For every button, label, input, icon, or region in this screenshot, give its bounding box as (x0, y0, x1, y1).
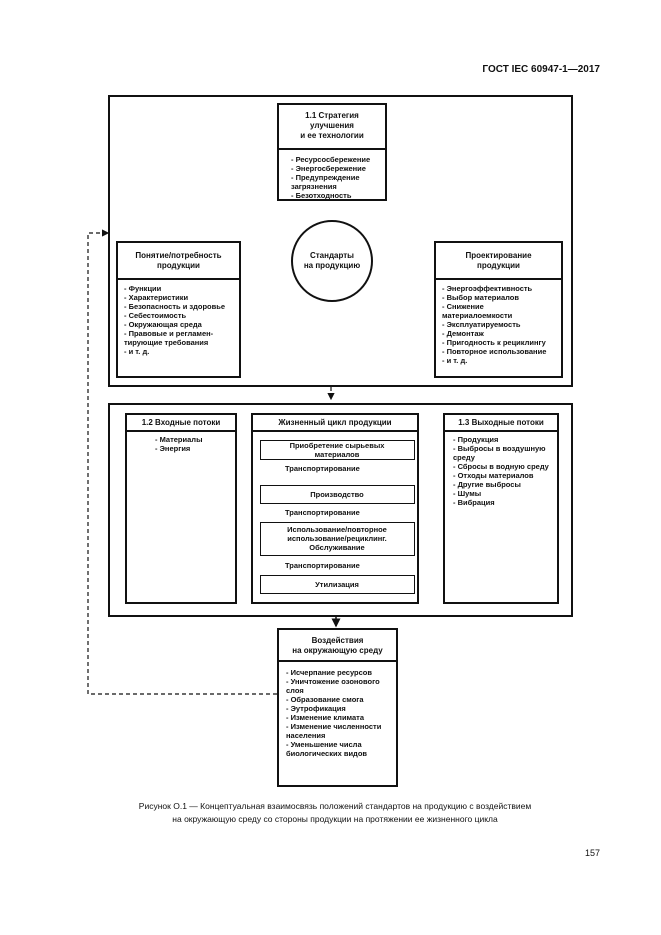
lifecycle-stage-raw-materials: Приобретение сырьевых материалов (260, 440, 415, 460)
concept-title: Понятие/потребность продукции (135, 251, 222, 270)
list-item: - и т. д. (124, 347, 150, 356)
stage-label: Использование/повторное использование/ре… (287, 525, 387, 552)
inputs-title: 1.2 Входные потоки (141, 418, 221, 427)
outputs-divider (445, 430, 557, 432)
list-item: - Предупреждение загрязнения (291, 173, 360, 191)
list-item: - Энергосбережение (291, 164, 366, 173)
list-item: - Правовые и регламен- тирующие требован… (124, 329, 214, 347)
impacts-title: Воздействия на окружающую среду (292, 636, 383, 655)
outputs-title: 1.3 Выходные потоки (458, 418, 544, 427)
list-item: - Энергоэффективность (442, 284, 533, 293)
transport-label: Транспортирование (285, 561, 360, 570)
list-item: - Отходы материалов (453, 471, 534, 480)
lifecycle-stage-production: Производство (260, 485, 415, 504)
outputs-box: 1.3 Выходные потоки - Продукция - Выброс… (443, 413, 559, 604)
concept-box: Понятие/потребность продукции - Функции … (116, 241, 241, 378)
list-item: - Пригодность к рециклингу (442, 338, 546, 347)
impacts-list: - Исчерпание ресурсов - Уничтожение озон… (286, 668, 381, 758)
list-item: - Снижение материалоемкости (442, 302, 513, 320)
list-item: - Продукция (453, 435, 499, 444)
list-item: - Повторное использование (442, 347, 547, 356)
design-title: Проектирование продукции (465, 251, 532, 270)
list-item: - Изменение климата (286, 713, 365, 722)
concept-list: - Функции - Характеристики - Безопасност… (124, 284, 225, 356)
stage-label: Производство (310, 490, 364, 499)
list-item: - Окружающая среда (124, 320, 202, 329)
impacts-divider (279, 660, 396, 662)
list-item: - Функции (124, 284, 162, 293)
strategy-list: - Ресурсосбережение - Энергосбережение -… (291, 155, 370, 200)
list-item: - Шумы (453, 489, 482, 498)
list-item: - Уничтожение озонового слоя (286, 677, 380, 695)
list-item: - Эутрофикация (286, 704, 346, 713)
list-item: - Характеристики (124, 293, 189, 302)
list-item: - Вибрация (453, 498, 495, 507)
lifecycle-stage-use: Использование/повторное использование/ре… (260, 522, 415, 556)
lifecycle-title: Жизненный цикл продукции (278, 418, 392, 427)
stage-label: Приобретение сырьевых материалов (289, 441, 385, 459)
figure-caption-line-1: Рисунок О.1 — Концептуальная взаимосвязь… (138, 801, 532, 811)
design-list: - Энергоэффективность - Выбор материалов… (442, 284, 546, 365)
design-box: Проектирование продукции - Энергоэффекти… (434, 241, 563, 378)
outputs-list: - Продукция - Выбросы в воздушную среду … (453, 435, 549, 507)
inputs-box: 1.2 Входные потоки - Материалы - Энергия (125, 413, 237, 604)
list-item: - Выбор материалов (442, 293, 519, 302)
list-item: - Образование смога (286, 695, 364, 704)
list-item: - Ресурсосбережение (291, 155, 371, 164)
list-item: - Материалы (155, 435, 203, 444)
strategy-box: 1.1 Стратегия улучшения и ее технологии … (277, 103, 387, 201)
lifecycle-stage-disposal: Утилизация (260, 575, 415, 594)
concept-divider (118, 278, 239, 280)
list-item: - Исчерпание ресурсов (286, 668, 372, 677)
list-item: - Сбросы в водную среду (453, 462, 549, 471)
standards-label: Стандарты на продукцию (303, 251, 361, 270)
list-item: - Изменение численности населения (286, 722, 382, 740)
page-number: 157 (584, 848, 600, 858)
list-item: - Себестоимость (124, 311, 187, 320)
list-item: - Безотходность (291, 191, 352, 200)
standard-header: ГОСТ IEC 60947-1—2017 (482, 64, 600, 75)
transport-label: Транспортирование (285, 508, 360, 517)
figure-caption-line-2: на окружающую среду со стороны продукции… (172, 814, 498, 824)
list-item: - Демонтаж (442, 329, 484, 338)
stage-label: Утилизация (315, 580, 359, 589)
list-item: - Другие выбросы (453, 480, 521, 489)
standards-circle: Стандарты на продукцию (291, 220, 373, 302)
impacts-box: Воздействия на окружающую среду - Исчерп… (277, 628, 398, 787)
design-divider (436, 278, 561, 280)
list-item: - Эксплуатируемость (442, 320, 521, 329)
list-item: - Уменьшение числа биологических видов (286, 740, 368, 758)
transport-label: Транспортирование (285, 464, 360, 473)
list-item: - Энергия (155, 444, 191, 453)
strategy-divider (279, 148, 385, 150)
strategy-title: 1.1 Стратегия улучшения и ее технологии (300, 111, 364, 140)
inputs-divider (127, 430, 235, 432)
list-item: - Выбросы в воздушную среду (453, 444, 546, 462)
inputs-list: - Материалы - Энергия (155, 435, 202, 453)
list-item: - и т. д. (442, 356, 468, 365)
list-item: - Безопасность и здоровье (124, 302, 226, 311)
lifecycle-divider (253, 430, 417, 432)
